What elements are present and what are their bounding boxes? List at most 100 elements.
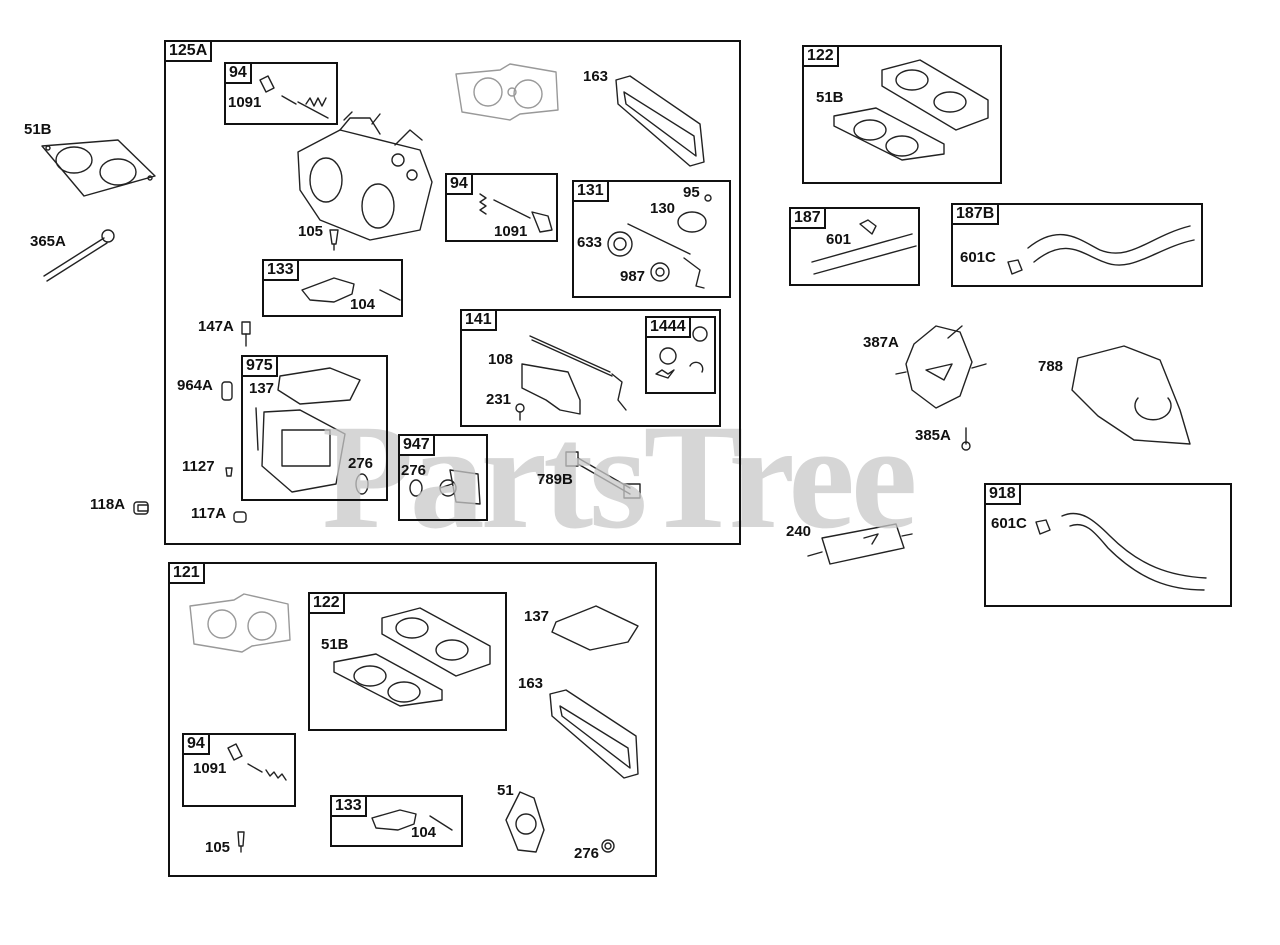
heat-shield-788-icon xyxy=(1071,345,1191,445)
label-117a: 117A xyxy=(191,505,227,522)
box-tag: 975 xyxy=(241,355,278,377)
label-1127: 1127 xyxy=(182,458,215,475)
kit-1444-icon xyxy=(655,326,708,379)
oring-276c-icon xyxy=(601,839,615,853)
box-125a: 125A xyxy=(164,40,741,545)
label-147a: 147A xyxy=(198,318,234,335)
label-105-bottom: 105 xyxy=(205,839,231,856)
fuel-filter-240-icon xyxy=(807,523,913,565)
box-122-top: 122 xyxy=(802,45,1002,184)
box-tag: 121 xyxy=(168,562,205,584)
label-1091-bottom: 1091 xyxy=(193,760,227,777)
box-tag: 141 xyxy=(460,309,497,331)
wire-harness-789b-icon xyxy=(565,451,641,499)
label-276-bottom: 276 xyxy=(574,845,600,862)
box-918: 918 xyxy=(984,483,1232,607)
gasket-163-icon xyxy=(615,75,705,167)
label-276-solenoid: 276 xyxy=(401,462,427,479)
jet-105b-icon xyxy=(237,831,245,853)
gasket-137-icon xyxy=(551,605,639,651)
box-947: 947 xyxy=(398,434,488,521)
lever-133b-icon xyxy=(371,809,453,831)
fuel-line-187-icon xyxy=(811,219,917,275)
label-385a: 385A xyxy=(915,427,951,444)
box-tag: 187B xyxy=(951,203,1000,225)
label-789b: 789B xyxy=(537,471,573,488)
box-94-bottom: 94 xyxy=(182,733,296,807)
jet-105-icon xyxy=(329,229,339,251)
label-387a: 387A xyxy=(863,334,899,351)
pin-964a-icon xyxy=(221,381,233,401)
box-121: 121 xyxy=(168,562,657,877)
watermark: PartsTree xyxy=(322,394,917,560)
box-tag: 94 xyxy=(182,733,210,755)
label-163-bottom: 163 xyxy=(518,675,544,692)
label-1091-top: 1091 xyxy=(228,94,262,111)
box-tag: 133 xyxy=(330,795,367,817)
label-51b-top-right: 51B xyxy=(816,89,844,106)
box-1444: 1444 xyxy=(645,316,716,394)
label-601c: 601C xyxy=(960,249,996,266)
label-788: 788 xyxy=(1038,358,1064,375)
carburetor-body-icon xyxy=(297,111,433,241)
label-51: 51 xyxy=(497,782,514,799)
box-tag: 94 xyxy=(224,62,252,84)
fitting-147a-icon xyxy=(241,321,251,347)
box-131: 131 xyxy=(572,180,731,298)
box-94-top: 94 xyxy=(224,62,338,125)
box-tag: 1444 xyxy=(645,316,691,338)
fuel-pump-387a-icon xyxy=(895,325,987,409)
label-276-bowl: 276 xyxy=(348,455,374,472)
label-137-bottom: 137 xyxy=(524,608,550,625)
box-tag: 122 xyxy=(308,592,345,614)
label-964a: 964A xyxy=(177,377,213,394)
label-130: 130 xyxy=(650,200,676,217)
spacer-122b-icon xyxy=(333,607,491,707)
gasket-163b-icon xyxy=(549,689,639,779)
label-601: 601 xyxy=(826,231,852,248)
needle-valve-94-icon xyxy=(259,75,329,119)
needle-valve-94c-icon xyxy=(227,743,287,781)
box-tag: 122 xyxy=(802,45,839,67)
lever-133-icon xyxy=(301,277,401,303)
fuel-line-187b-icon xyxy=(1007,225,1195,275)
screw-1127-icon xyxy=(225,467,233,477)
label-163-top: 163 xyxy=(583,68,609,85)
label-365a: 365A xyxy=(30,233,66,250)
box-122-bottom: 122 xyxy=(308,592,507,731)
gasket-121-icon xyxy=(189,593,291,653)
label-95: 95 xyxy=(683,184,700,201)
label-51b: 51B xyxy=(24,121,52,138)
box-975: 975 xyxy=(241,355,388,501)
label-231: 231 xyxy=(486,391,512,408)
box-tag: 133 xyxy=(262,259,299,281)
box-187: 187 xyxy=(789,207,920,286)
plug-117a-icon xyxy=(233,511,247,523)
label-987: 987 xyxy=(620,268,646,285)
choke-141-icon xyxy=(515,335,627,421)
box-tag: 94 xyxy=(445,173,473,195)
box-tag: 125A xyxy=(164,40,213,62)
label-601c-918: 601C xyxy=(991,515,1027,532)
solenoid-947-icon xyxy=(409,469,481,505)
label-118a: 118A xyxy=(90,496,126,513)
box-tag: 918 xyxy=(984,483,1021,505)
screw-385a-icon xyxy=(961,427,971,451)
label-104-top: 104 xyxy=(350,296,376,313)
label-104-bottom: 104 xyxy=(411,824,437,841)
box-tag: 947 xyxy=(398,434,435,456)
box-187b: 187B xyxy=(951,203,1203,287)
fuel-line-918-icon xyxy=(1035,512,1207,591)
label-137-top: 137 xyxy=(249,380,275,397)
box-141: 141 xyxy=(460,309,721,427)
box-94-middle: 94 xyxy=(445,173,558,242)
label-633: 633 xyxy=(577,234,603,251)
gasket-51-icon xyxy=(505,791,545,853)
gasket-51b-icon xyxy=(41,139,156,197)
spacer-122-icon xyxy=(833,59,989,161)
needle-valve-94b-icon xyxy=(479,193,553,233)
label-1091-middle: 1091 xyxy=(494,223,528,240)
label-108: 108 xyxy=(488,351,514,368)
